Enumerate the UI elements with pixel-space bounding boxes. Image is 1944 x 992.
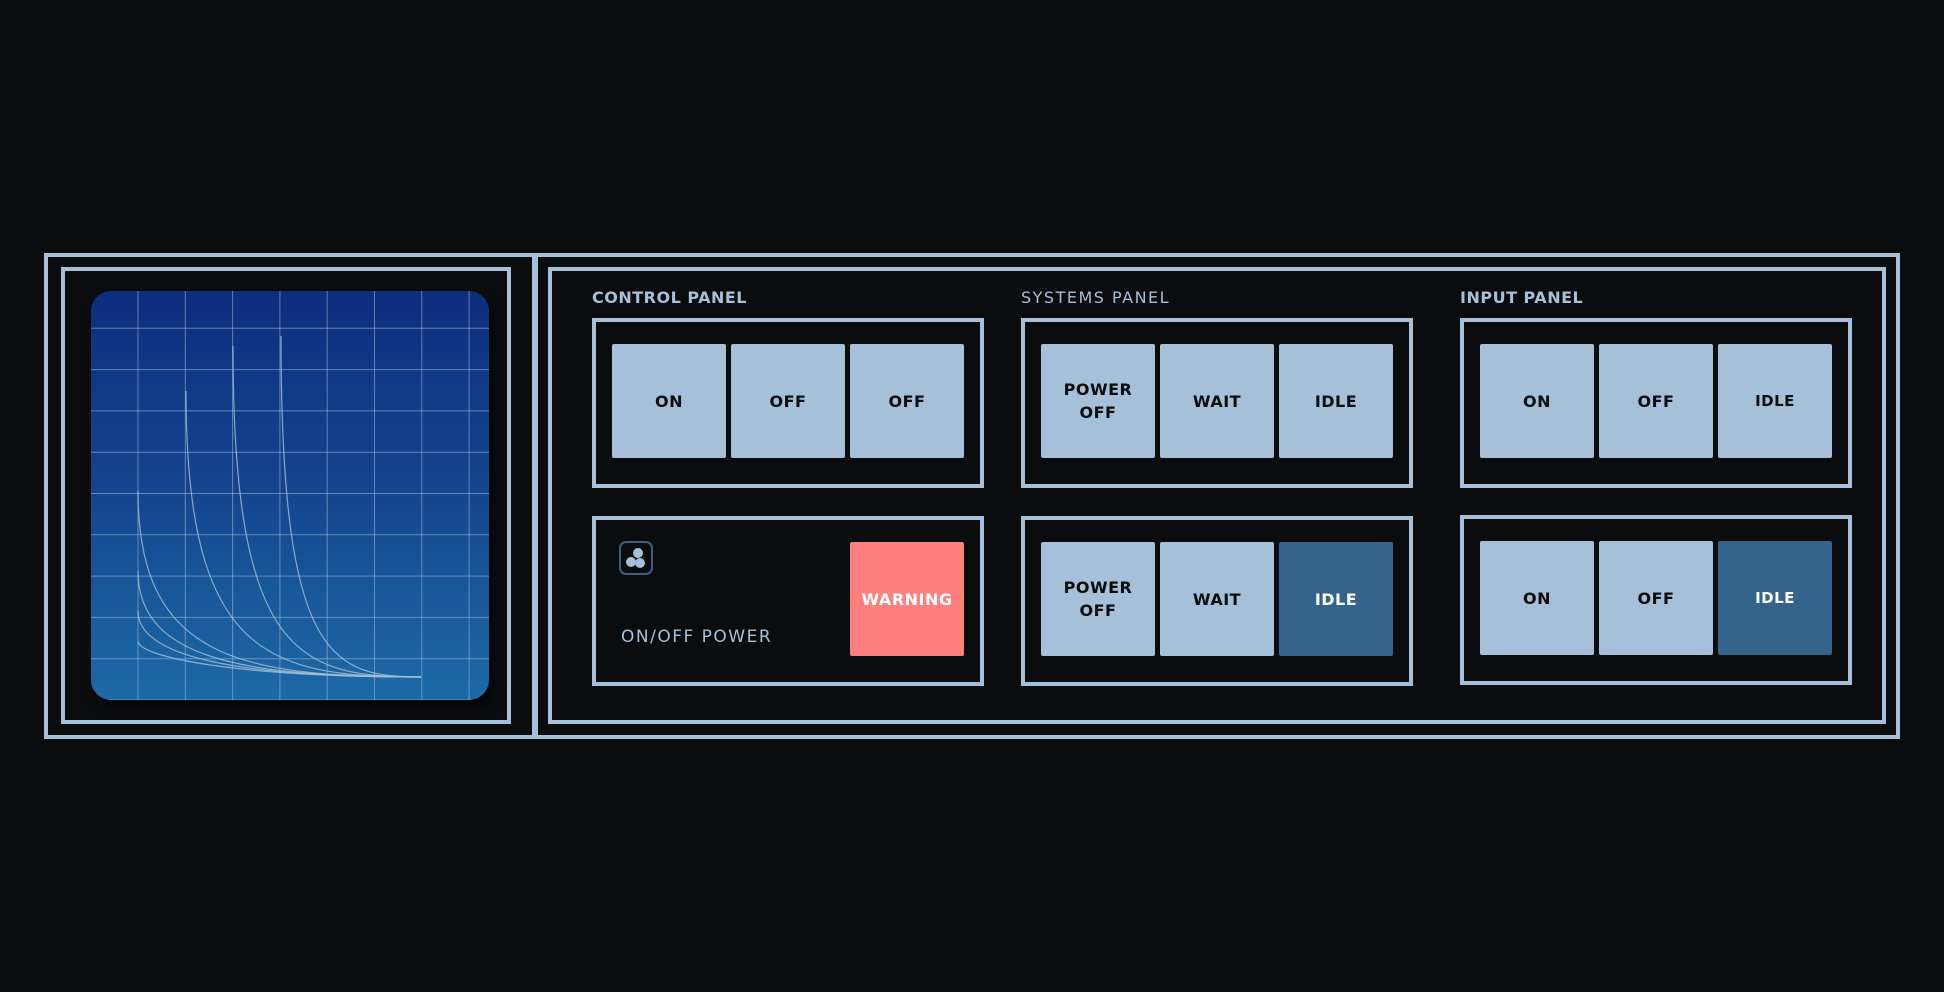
- input-on-button-2[interactable]: ON: [1480, 541, 1594, 655]
- display-frame: [61, 267, 511, 724]
- power-toggle-icon[interactable]: [619, 541, 653, 575]
- systems-wait-button[interactable]: WAIT: [1160, 344, 1274, 458]
- input-on-button[interactable]: ON: [1480, 344, 1594, 458]
- decay-curve: [185, 390, 422, 678]
- input-off-button-2[interactable]: OFF: [1599, 541, 1713, 655]
- input-idle-button[interactable]: IDLE: [1718, 344, 1832, 458]
- graph-plot: [91, 291, 489, 700]
- input-idle-button-active[interactable]: IDLE: [1718, 541, 1832, 655]
- warning-button[interactable]: WARNING: [850, 542, 964, 656]
- input-off-button[interactable]: OFF: [1599, 344, 1713, 458]
- control-on-button[interactable]: ON: [612, 344, 726, 458]
- systems-panel-bottom-box: POWER OFF WAIT IDLE: [1021, 516, 1413, 686]
- decay-curve: [232, 345, 422, 678]
- control-panel-title: CONTROL PANEL: [592, 288, 747, 307]
- systems-panel-title: SYSTEMS PANEL: [1021, 288, 1171, 307]
- panels-frame: [548, 267, 1886, 724]
- input-panel-title: INPUT PANEL: [1460, 288, 1584, 307]
- frame-divider: [532, 253, 538, 739]
- decay-curve: [137, 640, 422, 678]
- input-panel-bottom-box: ON OFF IDLE: [1460, 515, 1852, 685]
- input-panel-top-box: ON OFF IDLE: [1460, 318, 1852, 488]
- control-off-button[interactable]: OFF: [731, 344, 845, 458]
- power-label: ON/OFF POWER: [621, 627, 773, 647]
- systems-idle-button[interactable]: IDLE: [1279, 344, 1393, 458]
- systems-wait-button-2[interactable]: WAIT: [1160, 542, 1274, 656]
- systems-power-off-button-2[interactable]: POWER OFF: [1041, 542, 1155, 656]
- decay-curve: [280, 335, 422, 678]
- control-panel-power-box: WARNING: [592, 516, 984, 686]
- systems-idle-button-active[interactable]: IDLE: [1279, 542, 1393, 656]
- systems-power-off-button[interactable]: POWER OFF: [1041, 344, 1155, 458]
- main-frame: [44, 253, 1900, 739]
- systems-panel-top-box: POWER OFF WAIT IDLE: [1021, 318, 1413, 488]
- control-off-button-2[interactable]: OFF: [850, 344, 964, 458]
- graph-display: [91, 291, 489, 700]
- control-panel-top-box: ON OFF OFF: [592, 318, 984, 488]
